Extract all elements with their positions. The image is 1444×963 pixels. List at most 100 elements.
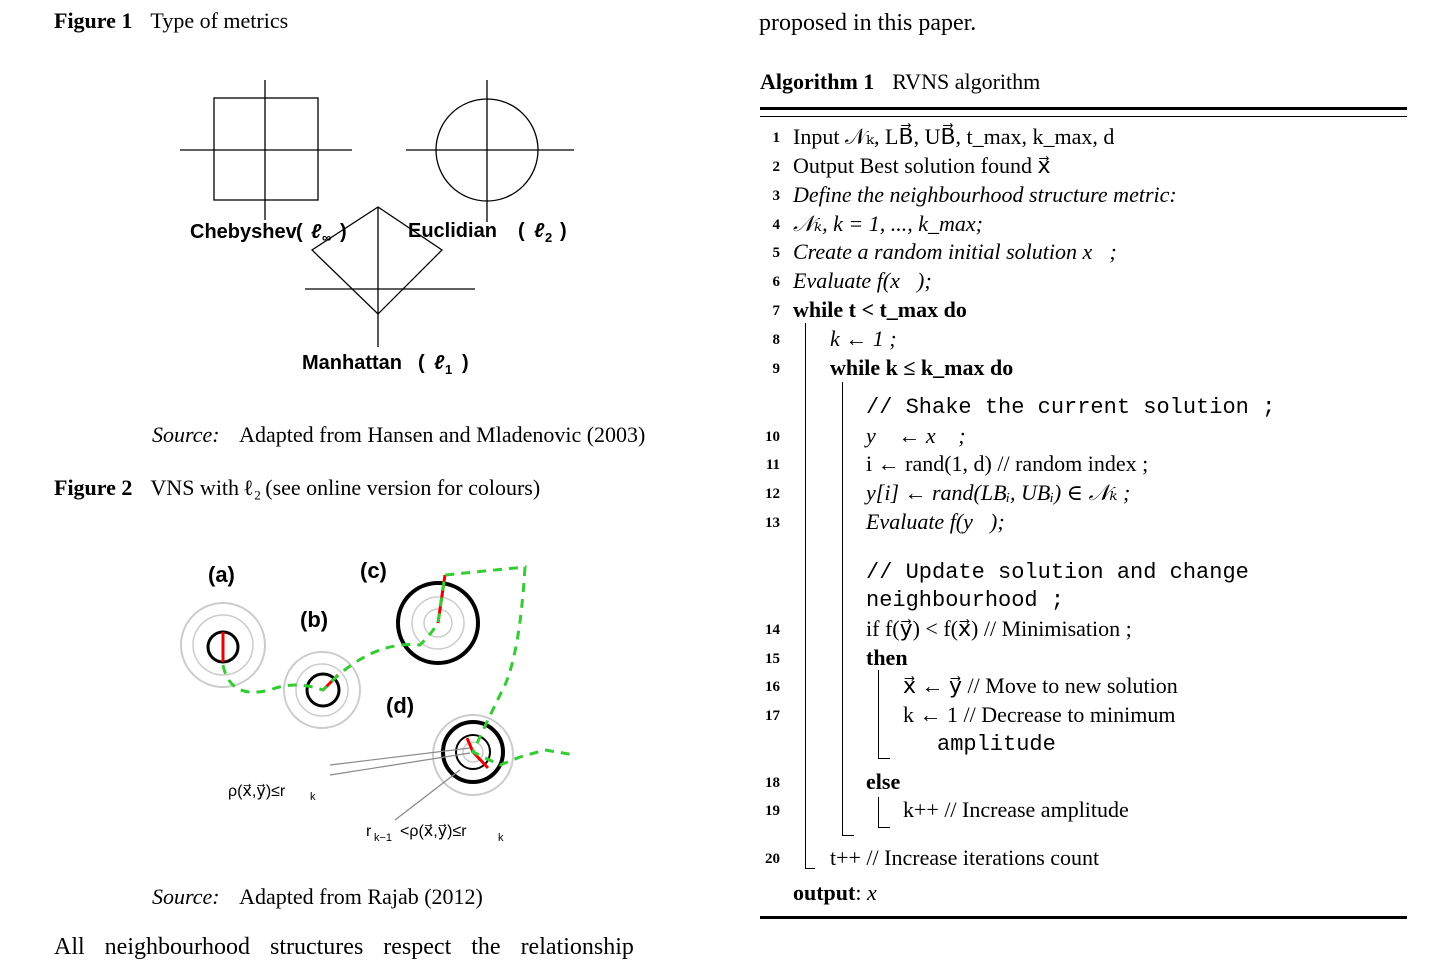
- figure1-metrics-diagram: Chebyshev ( ℓ ∞ ) Euclidian ( ℓ 2 ) Manh…: [180, 80, 574, 377]
- algorithm-line: Define the neighbourhood structure metri…: [793, 182, 1177, 207]
- algorithm-bottom-rule: [760, 916, 1407, 919]
- manhattan-label: Manhattan: [302, 352, 402, 374]
- figure2-title-suffix: (see online version for colours): [265, 475, 541, 500]
- panel-d-label: (d): [386, 693, 414, 718]
- line-number: 13: [765, 515, 780, 531]
- figure2-caption: Figure 2 VNS with ℓ₂ (see online version…: [54, 475, 540, 501]
- algorithm-title: RVNS algorithm: [892, 69, 1041, 94]
- euclidian-label: Euclidian: [408, 220, 497, 242]
- line-number: 9: [772, 361, 781, 377]
- svg-text:): ): [340, 221, 347, 243]
- line-number: 20: [765, 851, 780, 867]
- panel-d-circle: [441, 720, 505, 784]
- figure1-label: Figure 1: [54, 8, 133, 33]
- algorithm-line: 𝒩ₖ, k = 1, ..., k_max;: [793, 211, 983, 236]
- annotation-rk1-lt-rho-le-rk: r: [366, 823, 372, 840]
- algorithm-comment: // Shake the current solution ;: [866, 395, 1276, 420]
- algorithm-line: Input 𝒩ₖ, LB⃗, UB⃗, t_max, k_max, d: [793, 124, 1115, 149]
- svg-text:ℓ: ℓ: [534, 220, 545, 242]
- else-guide: [878, 797, 879, 827]
- line-number: 5: [772, 245, 781, 261]
- line-number: 19: [765, 803, 780, 819]
- line-number: 2: [772, 159, 781, 175]
- algorithm-line: y[i] ← rand(LBᵢ, UBᵢ) ∈ 𝒩ₖ ;: [866, 480, 1131, 505]
- figure2-vns-diagram: (a) (b) (c) (d) ρ(x⃗,y⃗)≤r k r k−1 <ρ(x⃗…: [180, 558, 576, 844]
- algorithm-line: x⃗ ← y⃗ // Move to new solution: [903, 673, 1178, 698]
- figure1-source: Source: Adapted from Hansen and Mladenov…: [152, 422, 645, 448]
- figure2-title-symbol: ℓ₂: [243, 475, 262, 500]
- svg-text:): ): [560, 220, 567, 242]
- body-paragraph: All neighbourhood structures respect the…: [54, 934, 634, 960]
- algorithm-comment: // Update solution and change: [866, 560, 1249, 585]
- algorithm-output-line: output: x⃗: [793, 880, 894, 905]
- while-outer-guide: [805, 323, 806, 868]
- algorithm-line: Output Best solution found x⃗: [793, 153, 1051, 178]
- figure1-title: Type of metrics: [150, 8, 289, 33]
- algorithm-top-rule: [760, 107, 1407, 110]
- panel-c-circle: [396, 581, 480, 665]
- figure2-source-label: Source:: [152, 884, 220, 909]
- line-number: 3: [772, 188, 781, 204]
- figure1-source-label: Source:: [152, 422, 220, 447]
- figure2-label: Figure 2: [54, 475, 133, 500]
- algorithm-line: k ← 1 // Decrease to minimum: [903, 702, 1176, 727]
- search-path: [221, 565, 576, 767]
- svg-text:(: (: [418, 352, 425, 374]
- algorithm-line: Create a random initial solution x⃗;: [793, 239, 1117, 264]
- svg-text:ℓ: ℓ: [434, 352, 445, 374]
- algorithm-comment: amplitude: [937, 732, 1056, 757]
- svg-text:<ρ(x⃗,y⃗)≤r: <ρ(x⃗,y⃗)≤r: [400, 823, 467, 840]
- panel-b-circle: [305, 672, 341, 708]
- algorithm-line: Evaluate f(x⃗);: [793, 268, 932, 293]
- svg-text:k: k: [310, 791, 316, 803]
- line-number: 16: [765, 679, 780, 695]
- figure2-title-prefix: VNS with: [150, 475, 240, 500]
- figure2-source: Source: Adapted from Rajab (2012): [152, 884, 483, 910]
- figure1-caption: Figure 1 Type of metrics: [54, 8, 288, 34]
- euclidian-subscript: 2: [545, 230, 552, 245]
- svg-text:): ): [462, 352, 469, 374]
- annotation-rho-le-rk: ρ(x⃗,y⃗)≤r: [228, 783, 286, 800]
- algorithm-line: if f(y⃗) < f(x⃗) // Minimisation ;: [866, 616, 1132, 641]
- line-number: 7: [772, 303, 781, 319]
- algorithm-line: k ← 1 ;: [830, 326, 897, 351]
- while-inner-guide: [842, 382, 843, 835]
- algorithm-line: while t < t_max do: [793, 297, 967, 322]
- output-keyword: output: [793, 880, 856, 905]
- algorithm-line: i ← rand(1, d) // random index ;: [866, 451, 1149, 476]
- algorithm-line: y⃗ ← x⃗ ;: [866, 423, 966, 448]
- algorithm-line: else: [866, 769, 901, 794]
- line-number: 14: [765, 622, 780, 638]
- chebyshev-square: [213, 97, 319, 201]
- algorithm-line: then: [866, 645, 908, 670]
- svg-text:k−1: k−1: [374, 832, 392, 844]
- algorithm-comment: neighbourhood ;: [866, 588, 1065, 613]
- line-number: 8: [772, 332, 781, 348]
- line-number: 4: [772, 217, 781, 233]
- algorithm-line: Evaluate f(y⃗);: [866, 509, 1005, 534]
- line-number: 15: [765, 651, 780, 667]
- svg-text:(: (: [518, 220, 525, 242]
- chebyshev-subscript: ∞: [322, 230, 331, 245]
- svg-text:ℓ: ℓ: [311, 221, 322, 243]
- line-number: 10: [765, 429, 780, 445]
- manhattan-subscript: 1: [445, 362, 452, 377]
- line-number: 1: [772, 130, 781, 146]
- then-guide: [878, 670, 879, 758]
- figure1-source-text: Adapted from Hansen and Mladenovic (2003…: [239, 422, 646, 447]
- line-number: 11: [765, 457, 780, 473]
- line-number: 18: [765, 775, 780, 791]
- panel-a-label: (a): [208, 562, 235, 587]
- algorithm-mid-rule: [760, 116, 1407, 117]
- algorithm-line: t++ // Increase iterations count: [830, 845, 1100, 870]
- top-right-text: proposed in this paper.: [759, 10, 977, 36]
- chebyshev-label: Chebyshev: [190, 221, 298, 243]
- line-number: 12: [765, 486, 780, 502]
- panel-b-label: (b): [300, 607, 328, 632]
- line-number: 6: [772, 274, 781, 290]
- algorithm-label: Algorithm 1: [760, 69, 875, 94]
- algorithm-line: while k ≤ k_max do: [830, 355, 1014, 380]
- figure2-source-text: Adapted from Rajab (2012): [239, 884, 483, 909]
- algorithm-caption: Algorithm 1 RVNS algorithm: [760, 69, 1040, 95]
- algorithm-line: k++ // Increase amplitude: [903, 797, 1129, 822]
